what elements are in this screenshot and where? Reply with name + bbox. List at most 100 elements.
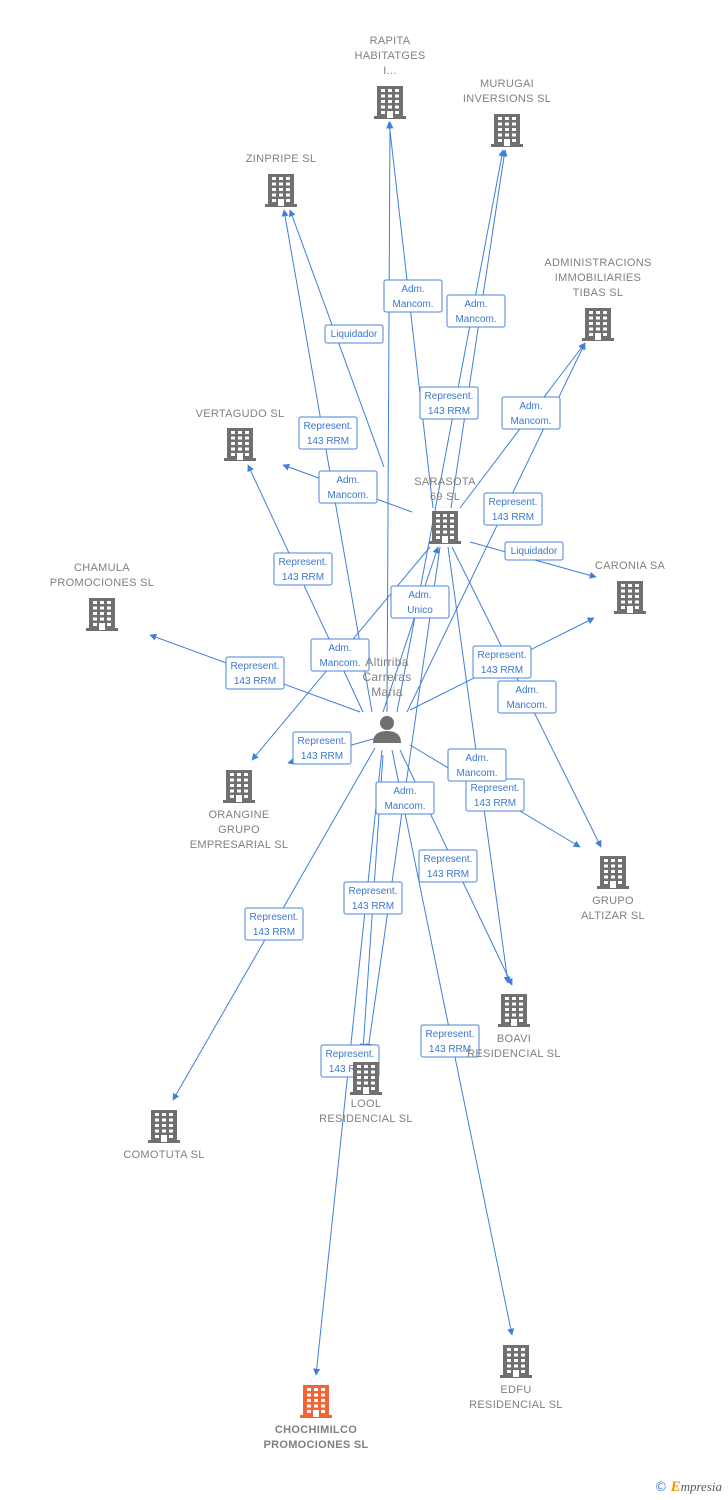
- edge-label-box: [310, 638, 370, 672]
- edge-label-box: [419, 386, 479, 420]
- edge-label-box: [504, 541, 564, 561]
- edge-label-p-to-sarasota[interactable]: Adm. Unico: [390, 585, 450, 619]
- edge-label-sarasota-to-lool[interactable]: Adm.Mancom.: [375, 781, 435, 815]
- footer-brand[interactable]: © Empresia: [654, 1479, 722, 1496]
- edge-label-sarasota-to-vertagudo[interactable]: Adm.Mancom.: [318, 470, 378, 504]
- edge-label-sarasota-to-zinpripe[interactable]: Liquidador: [324, 324, 384, 344]
- edge-label-box: [244, 907, 304, 941]
- edge-label-text: 143 RRM: [282, 572, 324, 583]
- edge-label-sarasota-to-murugai[interactable]: Represent.143 RRM: [419, 386, 479, 420]
- edge-label-text: 143 RRM: [301, 751, 343, 762]
- brand-name: mpresia: [680, 1479, 722, 1494]
- edge-label-text: 143 RRM: [329, 1064, 371, 1075]
- edge-labels-layer: Adm.Mancom.Represent.143 RRMAdm.Mancom.R…: [225, 279, 564, 1078]
- node-label-line: RESIDENCIAL SL: [467, 1048, 561, 1060]
- company-node-zinpripe[interactable]: ZINPRIPE SL: [246, 153, 317, 207]
- company-node-caronia[interactable]: CARONIA SA: [595, 560, 666, 614]
- company-node-lool[interactable]: LOOL RESIDENCIAL SL: [319, 1062, 413, 1125]
- building-icon: [224, 428, 256, 461]
- edge-sarasota-to-murugai: [450, 149, 508, 509]
- building-icon: [265, 174, 297, 207]
- edge-label-p-to-admin[interactable]: Represent.143 RRM: [483, 492, 543, 526]
- edge-label-box: [446, 294, 506, 328]
- company-node-comotuta[interactable]: COMOTUTA SL: [123, 1110, 204, 1161]
- edge-label-p-to-zinpripe[interactable]: Represent.143 RRM: [298, 416, 358, 450]
- edge-label-text: Represent.: [489, 497, 538, 508]
- edge-label-p-to-lool[interactable]: Represent. 143 RRM: [343, 881, 403, 915]
- edge-label-p-to-vertagudo[interactable]: Represent.143 RRM: [273, 552, 333, 586]
- edge-label-text: 143 RRM: [427, 869, 469, 880]
- edge-label-text: 143 RRM: [253, 927, 295, 938]
- building-icon: [350, 1062, 382, 1095]
- edge-label-sarasota-to-admin[interactable]: Adm.Mancom.: [501, 396, 561, 430]
- company-node-sarasota[interactable]: SARASOTA 69 SL: [414, 476, 476, 544]
- edge-label-text: Adm.: [464, 299, 487, 310]
- edge-label-sarasota-to-caronia[interactable]: Liquidador: [504, 541, 564, 561]
- edge-label-text: Adm.: [519, 401, 542, 412]
- node-label-line: HABITATGES: [354, 50, 425, 62]
- edge-label-text: Represent.: [425, 391, 474, 402]
- edge-label-text: Liquidador: [331, 329, 378, 340]
- edge-sarasota-to-rapita: [386, 121, 434, 509]
- node-label-line: VERTAGUDO SL: [196, 408, 285, 420]
- edge-label-text: Mancom.: [384, 801, 425, 812]
- edge-label-p-to-altizar[interactable]: Represent.143 RRM: [465, 778, 525, 812]
- edge-label-p-to-boavi[interactable]: Represent.143 RRM: [418, 849, 478, 883]
- edge-label-sarasota-to-orangine[interactable]: Adm.Mancom.: [310, 638, 370, 672]
- building-icon: [86, 598, 118, 631]
- edge-label-text: Adm.: [515, 685, 538, 696]
- node-label-line: RAPITA: [370, 35, 411, 47]
- node-label-line: SARASOTA: [414, 476, 476, 488]
- edge-label-text: 143 RRM: [481, 665, 523, 676]
- edge-label-text: Liquidador: [511, 546, 558, 557]
- company-node-vertagudo[interactable]: VERTAGUDO SL: [196, 408, 285, 461]
- edge-label-text: Unico: [407, 605, 433, 616]
- edge-p-to-zinpripe: [281, 209, 373, 713]
- edge-label-box: [497, 680, 557, 714]
- node-label-line: 69 SL: [430, 491, 460, 503]
- edge-label-text: Adm.: [328, 643, 351, 654]
- node-label-line: MURUGAI: [480, 78, 534, 90]
- edge-label-sarasota-to-boavi[interactable]: Adm.Mancom.: [447, 748, 507, 782]
- node-label-line: COMOTUTA SL: [123, 1149, 204, 1161]
- edge-label-text: Adm.: [408, 590, 431, 601]
- node-label-line: RESIDENCIAL SL: [319, 1113, 413, 1125]
- edge-label-text: 143 RRM: [474, 798, 516, 809]
- edge-p-to-murugai: [396, 149, 506, 713]
- edge-label-p-to-comotuta[interactable]: Represent.143 RRM: [244, 907, 304, 941]
- edge-label-p-to-murugai[interactable]: Adm.Mancom.: [446, 294, 506, 328]
- edge-label-box: [472, 645, 532, 679]
- node-label-line: Maria: [371, 685, 403, 699]
- edge-label-p-to-orangine[interactable]: Represent.143 RRM: [292, 731, 352, 765]
- edge-label-box: [225, 656, 285, 690]
- building-icon: [582, 308, 614, 341]
- edge-label-text: Represent.: [349, 886, 398, 897]
- edge-label-p-to-rapita[interactable]: Adm.Mancom.: [383, 279, 443, 313]
- edge-p-to-rapita: [386, 121, 394, 713]
- company-node-rapita[interactable]: RAPITAHABITATGESI...: [354, 35, 425, 119]
- node-label-line: LOOL: [351, 1098, 382, 1110]
- building-icon: [498, 994, 530, 1027]
- edge-label-text: 143 RRM: [234, 676, 276, 687]
- node-label-line: IMMOBILIARIES: [555, 272, 641, 284]
- edge-label-p-to-chamula[interactable]: Represent.143 RRM: [225, 656, 285, 690]
- building-icon: [614, 581, 646, 614]
- edge-label-text: Represent.: [478, 650, 527, 661]
- node-label-line: RESIDENCIAL SL: [469, 1399, 563, 1411]
- edge-label-p-to-caronia[interactable]: Represent. 143 RRM: [472, 645, 532, 679]
- edge-label-text: Mancom.: [327, 490, 368, 501]
- node-label-line: ORANGINE: [208, 809, 269, 821]
- edge-label-p-to-edfu[interactable]: Represent.143 RRM: [420, 1024, 480, 1058]
- edge-label-sarasota-to-altizar[interactable]: Adm.Mancom.: [497, 680, 557, 714]
- edge-label-text: 143 RRM: [352, 901, 394, 912]
